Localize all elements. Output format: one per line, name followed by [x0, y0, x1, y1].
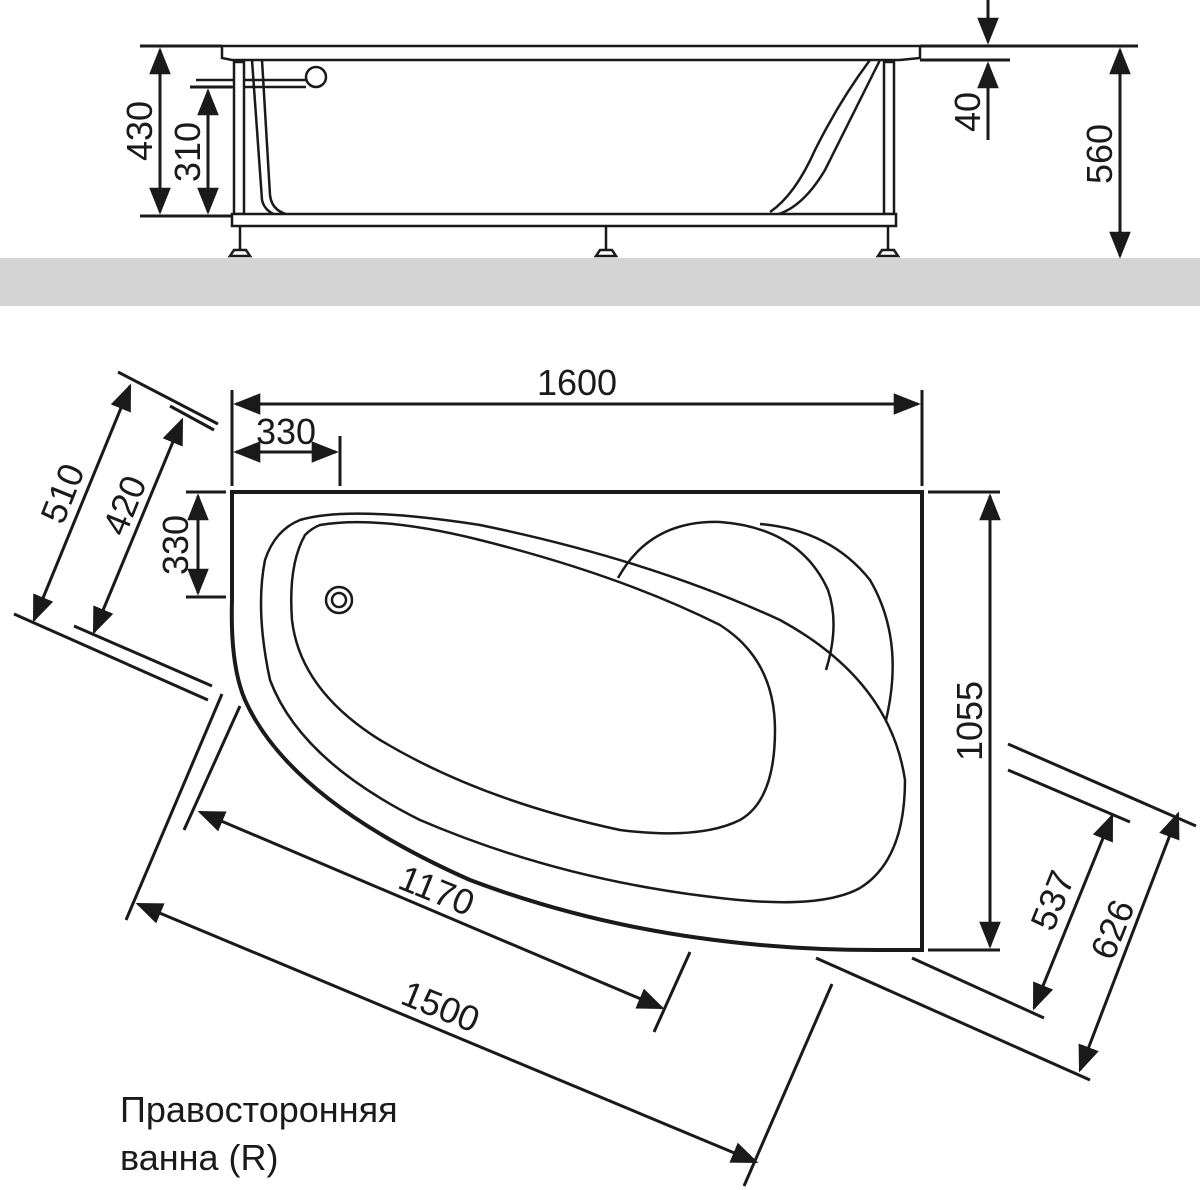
dim-right-angle-outer: 626 — [1082, 894, 1143, 965]
dim-rim-thickness: 40 — [947, 92, 988, 132]
side-view: 430 310 40 560 — [0, 0, 1200, 306]
dim-top-offset: 330 — [256, 411, 316, 452]
dim-drain-height: 310 — [167, 122, 208, 182]
tub-inner-rim — [259, 512, 907, 904]
dim-right-angle-inner: 537 — [1022, 865, 1083, 936]
caption-line-1: Правосторонняя — [120, 1089, 398, 1130]
dim-rim-height: 430 — [119, 101, 160, 161]
dim-depth: 1055 — [949, 681, 990, 761]
drain-icon — [324, 585, 354, 615]
dim-left-offset: 330 — [155, 515, 196, 575]
dim-left-angle-inner: 420 — [94, 470, 155, 541]
overflow-drain — [304, 65, 328, 89]
headrest — [616, 520, 835, 671]
plan-view: 1600 330 330 1055 510 420 1170 1500 — [13, 362, 1197, 1187]
caption-line-2: ванна (R) — [120, 1137, 279, 1178]
dim-overall-height: 560 — [1079, 124, 1120, 184]
frame — [227, 60, 901, 258]
dim-length: 1600 — [537, 362, 617, 403]
tub-outline — [229, 490, 924, 953]
dim-left-angle-outer: 510 — [32, 458, 93, 529]
tub-body — [260, 59, 882, 218]
tub-rim — [220, 44, 922, 62]
tub-basin — [289, 520, 777, 835]
floor-band — [0, 258, 1200, 306]
tub-body-outer — [250, 59, 297, 220]
tub-back-curve — [769, 59, 872, 214]
